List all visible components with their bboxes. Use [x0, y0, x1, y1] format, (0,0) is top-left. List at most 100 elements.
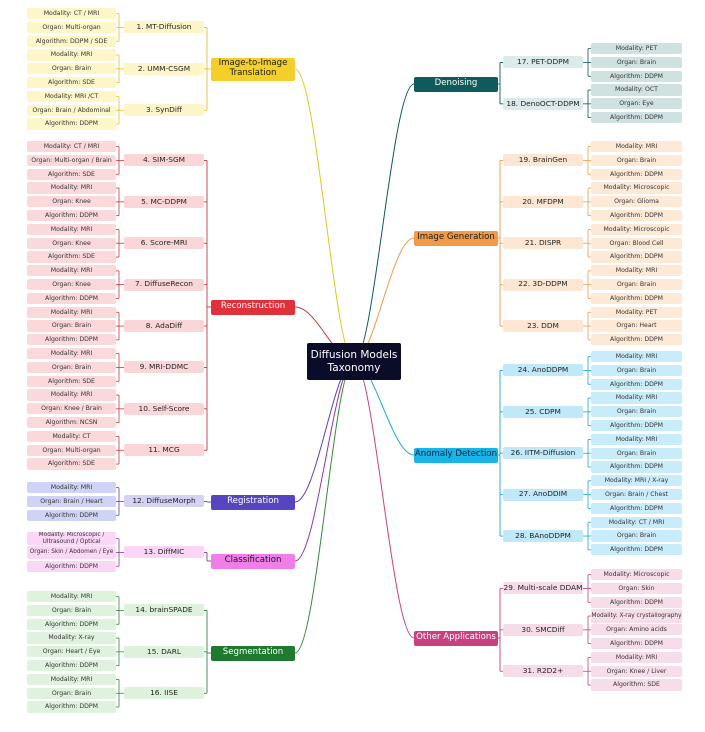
attribute-10-self-score-2: Algorithm: NCSN	[27, 417, 116, 429]
attribute-16-iise-1-label: Organ: Brain	[51, 689, 92, 697]
attribute-3-syndiff-0-label: Modality: MRI /CT	[44, 92, 99, 100]
attribute-24-anoddpm-0-label: Modality: MRI	[615, 353, 658, 361]
attribute-22-3d-ddpm-2: Algorithm: DDPM	[591, 292, 682, 305]
attribute-27-anoddim-1-label: Organ: Brain / Chest	[605, 491, 668, 499]
attribute-22-3d-ddpm-1: Organ: Brain	[591, 279, 682, 291]
attribute-23-ddm-0: Modality: PET	[591, 306, 682, 318]
attribute-30-smcdiff-0: Modality: X-ray crystallography	[591, 609, 682, 623]
attribute-25-cdpm-0-label: Modality: MRI	[615, 394, 658, 402]
attribute-7-diffuserecon-0: Modality: MRI	[27, 265, 116, 277]
method-15-darl-label: 15. DARL	[147, 646, 181, 656]
method-30-smcdiff: 30. SMCDiff	[503, 623, 583, 636]
attribute-18-denooct-ddpm-1: Organ: Eye	[591, 98, 682, 110]
method-24-anoddpm: 24. AnoDDPM	[503, 364, 583, 377]
method-21-dispr-label: 21. DISPR	[524, 237, 562, 247]
method-1-mt-diffusion-label: 1. MT-Diffusion	[136, 22, 192, 32]
attribute-17-pet-ddpm-0-label: Modality: PET	[615, 45, 658, 53]
attribute-9-mri-ddmc-0: Modality: MRI	[27, 348, 116, 360]
attribute-16-iise-1: Organ: Brain	[27, 687, 116, 699]
attribute-29-multi-scale-ddam-2-label: Algorithm: DDPM	[610, 598, 663, 606]
method-20-mfdpm-label: 20. MFDPM	[522, 196, 564, 206]
method-21-dispr: 21. DISPR	[503, 237, 583, 250]
attribute-24-anoddpm-0: Modality: MRI	[591, 351, 682, 363]
attribute-20-mfdpm-2-label: Algorithm: DDPM	[610, 212, 663, 220]
connector-center-i2i	[294, 68, 355, 362]
attribute-26-iitm-diffusion-1-label: Organ: Brain	[616, 449, 657, 457]
method-25-cdpm-label: 25. CDPM	[525, 406, 561, 416]
method-9-mri-ddmc-label: 9. MRI-DDMC	[139, 362, 189, 372]
method-26-iitm-diffusion-label: 26. IITM-Diffusion	[510, 447, 576, 457]
method-17-pet-ddpm: 17. PET-DDPM	[503, 56, 583, 69]
attribute-27-anoddim-2: Algorithm: DDPM	[591, 502, 682, 515]
method-5-mc-ddpm-label: 5. MC-DDPM	[141, 196, 187, 206]
attribute-12-diffusemorph-0: Modality: MRI	[27, 482, 116, 494]
attribute-27-anoddim-2-label: Algorithm: DDPM	[610, 504, 663, 512]
attribute-17-pet-ddpm-1-label: Organ: Brain	[616, 58, 657, 66]
category-gen: Image Generation	[414, 230, 498, 246]
attribute-16-iise-2-label: Algorithm: DDPM	[45, 703, 98, 711]
attribute-20-mfdpm-0-label: Modality: Microscopic	[603, 184, 670, 192]
method-6-score-mri: 6. Score-MRI	[124, 237, 204, 250]
method-19-braingen: 19. BrainGen	[503, 154, 583, 167]
method-14-brainspade: 14. brainSPADE	[124, 604, 204, 617]
attribute-29-multi-scale-ddam-0-label: Modality: Microscopic	[603, 571, 670, 579]
attribute-5-mc-ddpm-1-label: Organ: Knee	[52, 198, 91, 206]
attribute-17-pet-ddpm-0: Modality: PET	[591, 43, 682, 55]
attribute-21-dispr-1: Organ: Blood Cell	[591, 237, 682, 249]
attribute-9-mri-ddmc-0-label: Modality: MRI	[50, 350, 93, 358]
attribute-26-iitm-diffusion-2: Algorithm: DDPM	[591, 461, 682, 473]
category-seg: Segmentation	[211, 645, 295, 661]
attribute-19-braingen-0-label: Modality: MRI	[615, 143, 658, 151]
method-27-anoddim-label: 27. AnoDDIM	[518, 489, 568, 499]
attribute-10-self-score-0: Modality: MRI	[27, 389, 116, 401]
method-30-smcdiff-label: 30. SMCDiff	[521, 624, 565, 634]
method-11-mcg-label: 11. MCG	[148, 444, 180, 454]
method-18-denooct-ddpm: 18. DenoOCT-DDPM	[503, 97, 583, 110]
category-den-label: Denoising	[434, 78, 478, 89]
attribute-14-brainspade-2: Algorithm: DDPM	[27, 618, 116, 630]
category-gen-label: Image Generation	[417, 232, 495, 243]
attribute-26-iitm-diffusion-1: Organ: Brain	[591, 447, 682, 459]
attribute-3-syndiff-2: Algorithm: DDPM	[27, 118, 116, 130]
attribute-23-ddm-1-label: Organ: Heart	[616, 322, 657, 330]
attribute-1-mt-diffusion-2: Algorithm: DDPM / SDE	[27, 35, 116, 47]
attribute-17-pet-ddpm-2-label: Algorithm: DDPM	[610, 72, 663, 80]
attribute-6-score-mri-0: Modality: MRI	[27, 223, 116, 236]
attribute-1-mt-diffusion-1: Organ: Multi-organ	[27, 21, 116, 34]
attribute-18-denooct-ddpm-0-label: Modality: OCT	[615, 86, 658, 94]
method-23-ddm-label: 23. DDM	[527, 320, 559, 330]
attribute-11-mcg-0-label: Modality: CT	[52, 432, 91, 440]
method-24-anoddpm-label: 24. AnoDDPM	[517, 365, 569, 375]
method-20-mfdpm: 20. MFDPM	[503, 195, 583, 208]
attribute-2-umm-csgm-1-label: Organ: Brain	[51, 65, 92, 73]
attribute-23-ddm-2-label: Algorithm: DDPM	[610, 336, 663, 344]
method-11-mcg: 11. MCG	[124, 444, 204, 457]
attribute-13-diffmic-0-label: Modality: Microscopic / Ultrasound / Opt…	[38, 532, 105, 545]
attribute-19-braingen-1-label: Organ: Brain	[616, 156, 657, 164]
attribute-11-mcg-1: Organ: Multi-organ	[27, 444, 116, 456]
attribute-13-diffmic-0: Modality: Microscopic / Ultrasound / Opt…	[27, 532, 116, 546]
attribute-11-mcg-1-label: Organ: Multi-organ	[42, 446, 101, 454]
method-23-ddm: 23. DDM	[503, 320, 583, 333]
attribute-4-sim-sgm-1: Organ: Multi-organ / Brain	[27, 154, 116, 167]
method-22-3d-ddpm: 22. 3D-DDPM	[503, 278, 583, 291]
attribute-12-diffusemorph-1: Organ: Brain / Heart	[27, 495, 116, 508]
attribute-29-multi-scale-ddam-2: Algorithm: DDPM	[591, 596, 682, 608]
attribute-24-anoddpm-2-label: Algorithm: DDPM	[610, 380, 663, 388]
attribute-15-darl-0-label: Modality: X-ray	[48, 634, 95, 642]
attribute-24-anoddpm-1-label: Organ: Brain	[616, 366, 657, 374]
attribute-31-r2d2-2-label: Algorithm: SDE	[613, 681, 660, 689]
attribute-6-score-mri-0-label: Modality: MRI	[50, 225, 93, 233]
method-3-syndiff: 3. SynDiff	[124, 104, 204, 117]
attribute-18-denooct-ddpm-2-label: Algorithm: DDPM	[610, 114, 663, 122]
attribute-5-mc-ddpm-2-label: Algorithm: DDPM	[45, 212, 98, 220]
attribute-30-smcdiff-1: Organ: Amino acids	[591, 624, 682, 636]
method-4-sim-sgm: 4. SIM-SGM	[124, 154, 204, 167]
attribute-14-brainspade-1-label: Organ: Brain	[51, 606, 92, 614]
category-den: Denoising	[414, 76, 498, 92]
category-reg-label: Registration	[227, 496, 279, 507]
attribute-25-cdpm-2: Algorithm: DDPM	[591, 420, 682, 432]
method-28-banoddpm: 28. BAnoDDPM	[503, 530, 583, 543]
attribute-23-ddm-1: Organ: Heart	[591, 320, 682, 332]
category-cls: Classification	[211, 553, 295, 569]
